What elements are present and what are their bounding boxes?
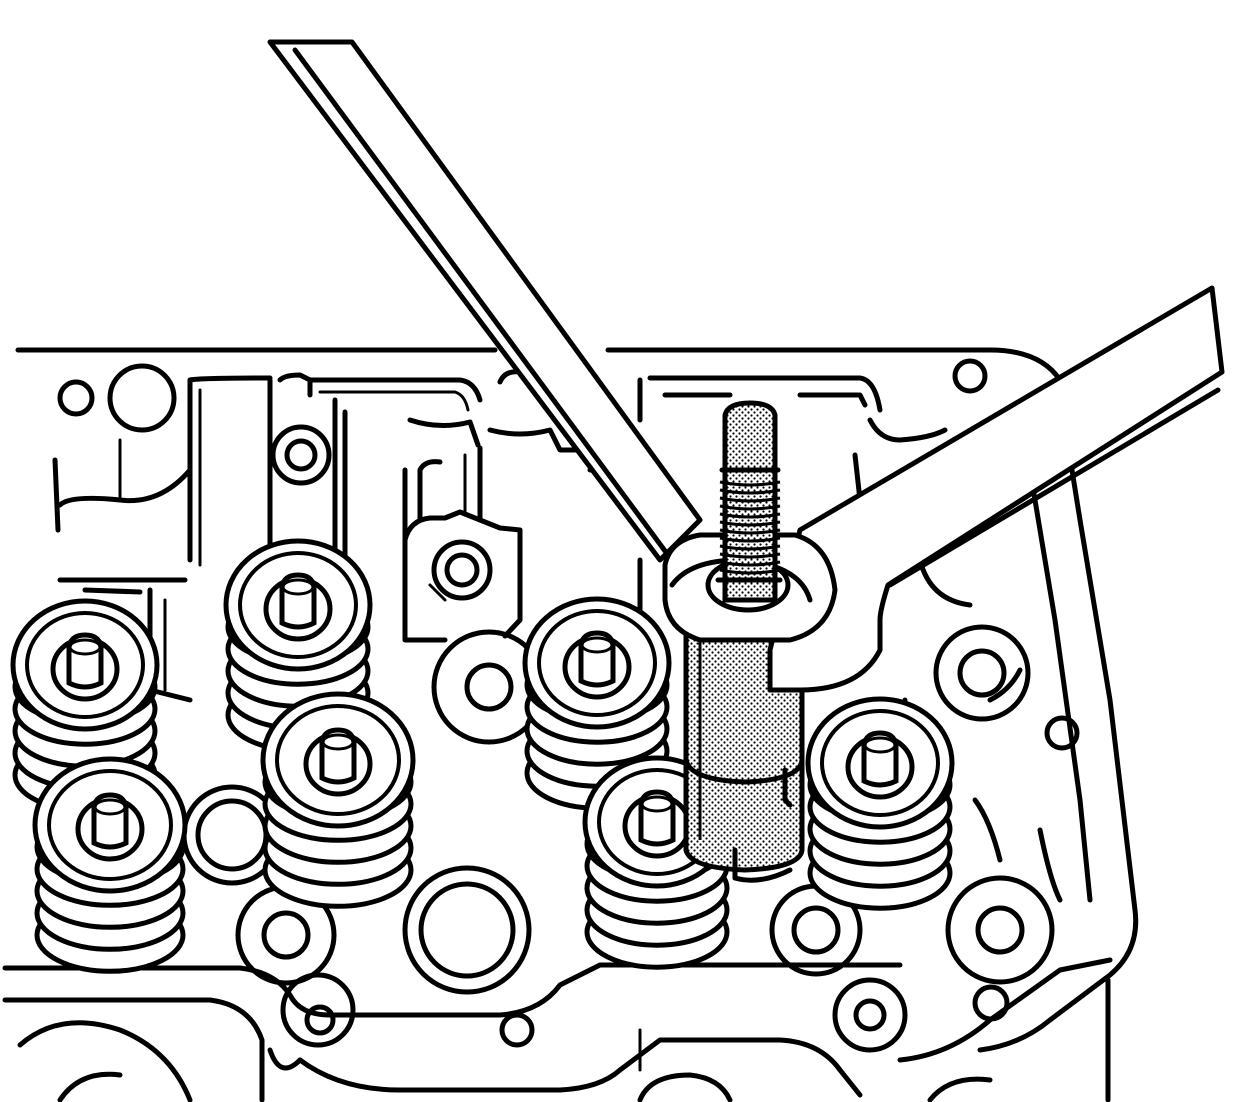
thread-line [719, 488, 781, 495]
valve-spring [805, 696, 955, 911]
thread-line [719, 536, 781, 543]
pry-bar [267, 39, 703, 563]
thread-line [719, 528, 781, 535]
port-bottom-2 [832, 977, 908, 1053]
thread-line [719, 512, 781, 519]
thread-line [719, 568, 781, 575]
valve-springs [10, 538, 955, 974]
port-bottom-1 [280, 972, 356, 1048]
thread-line [719, 544, 781, 551]
thread-line [719, 560, 781, 567]
port-lower-right [945, 875, 1055, 985]
port-right [933, 624, 1031, 722]
threaded-stud [715, 400, 783, 603]
thread-line [719, 504, 781, 511]
thread-line [719, 480, 781, 487]
thread-line [719, 520, 781, 527]
valve-spring [522, 596, 672, 811]
thread-line [719, 552, 781, 559]
port-lower-center [402, 865, 532, 995]
valve-spring [260, 691, 416, 909]
thread-line [719, 496, 781, 503]
valve-spring [32, 756, 188, 974]
